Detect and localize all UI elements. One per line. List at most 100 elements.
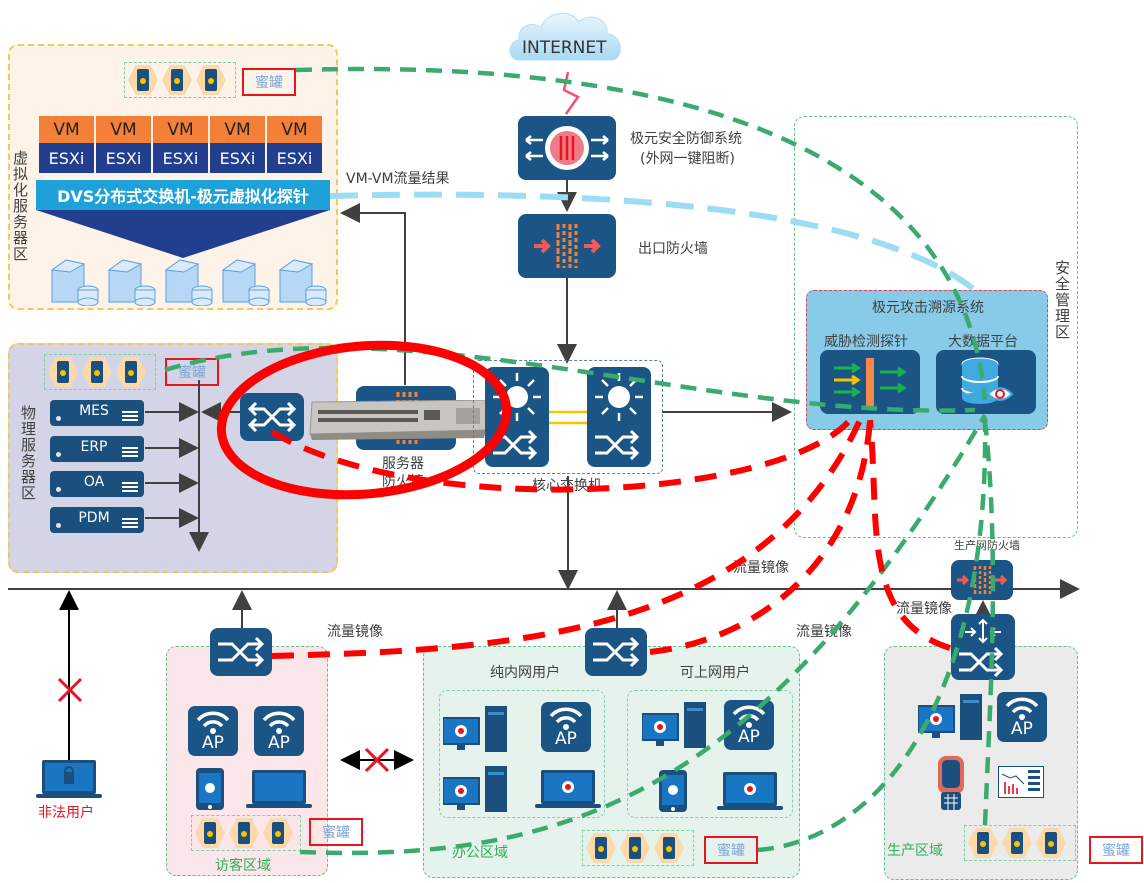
core-switch-1[interactable] [485, 367, 549, 467]
laptop-icon[interactable] [717, 772, 783, 812]
esxi-host-block[interactable]: ESXi [39, 143, 94, 173]
virtual-server-icon[interactable] [219, 256, 271, 306]
office-ap[interactable]: AP [724, 700, 774, 750]
core-switch-group [473, 360, 663, 474]
egress-firewall-device[interactable] [518, 214, 616, 278]
honeypot-icon [196, 65, 226, 95]
menu-lines-icon [122, 517, 138, 528]
ap-label: AP [268, 733, 290, 753]
status-dot [56, 522, 61, 528]
virtual-server-icon[interactable] [48, 256, 100, 306]
guest-ap-2[interactable]: AP [254, 706, 304, 756]
defense-system-device[interactable] [518, 116, 616, 180]
laptop-icon[interactable] [246, 770, 312, 810]
core-switch-label: 核心交换机 [532, 478, 602, 494]
vm-block[interactable]: VM [267, 116, 322, 143]
threat-probe-icon [834, 358, 907, 406]
internet-users-label: 可上网用户 [680, 665, 750, 681]
server-name: MES [79, 403, 109, 419]
honeypot-icon [229, 818, 259, 848]
physical-server-erp[interactable]: ERP [50, 435, 144, 462]
firewall-appliance-image [309, 400, 488, 440]
honeypot-path-virtual [295, 66, 988, 401]
virtual-server-icon[interactable] [105, 256, 157, 306]
production-ap[interactable]: AP [997, 692, 1047, 742]
honeypot-group-physical [44, 354, 156, 390]
vm-block[interactable]: VM [210, 116, 265, 143]
workstation-icon[interactable] [443, 764, 509, 814]
handheld-scanner-icon[interactable] [938, 756, 964, 812]
virtual-server-icon[interactable] [276, 256, 328, 306]
security-management-zone [794, 116, 1078, 538]
vm-block[interactable]: VM [39, 116, 94, 143]
honeypot-icon [620, 833, 650, 863]
attack-path-office [649, 419, 873, 655]
bigdata-platform-device[interactable] [936, 350, 1036, 414]
workstation-icon[interactable] [642, 700, 708, 750]
honeypot-path-guest [299, 413, 987, 856]
honeypot-icon [128, 65, 158, 95]
wifi-icon [1005, 697, 1039, 720]
switch-icon [218, 636, 265, 668]
phone-icon[interactable] [659, 770, 687, 812]
honeypot-icon [48, 357, 78, 387]
honeypot-label-office: 蜜罐 [704, 836, 758, 864]
ap-label: AP [555, 729, 577, 749]
production-firewall-label: 生产网防火墙 [954, 539, 1020, 552]
vm-block[interactable]: VM [153, 116, 208, 143]
honeypot-label-virtual: 蜜罐 [242, 68, 296, 96]
threat-probe-device[interactable] [820, 350, 920, 414]
highlight-ellipse [216, 340, 512, 500]
guest-zone-title: 访客区域 [215, 858, 271, 874]
menu-lines-icon [122, 482, 138, 492]
honeypot-group-guest [191, 815, 301, 851]
attack-path-physical [270, 418, 853, 493]
laptop-icon[interactable] [535, 770, 601, 810]
esxi-host-block[interactable]: ESXi [96, 143, 151, 173]
status-dot [56, 487, 61, 492]
office-zone-title: 办公区域 [452, 845, 508, 861]
honeypot-group-office [582, 830, 694, 866]
dashboard-chart-icon[interactable] [998, 766, 1044, 798]
trace-system-title: 极元攻击溯源系统 [872, 300, 984, 316]
honeypot-group-virtual [124, 62, 236, 98]
esxi-host-block[interactable]: ESXi [210, 143, 265, 173]
honeypot-icon [162, 65, 192, 95]
threat-probe-label: 威胁检测探针 [824, 334, 908, 350]
l3-switch-icon [959, 618, 1004, 678]
blocked-x-icon [57, 677, 83, 703]
status-dot [56, 451, 61, 457]
vm-block[interactable]: VM [96, 116, 151, 143]
guest-ap-1[interactable]: AP [188, 706, 238, 756]
honeypot-icon [82, 357, 112, 387]
honeypot-label-guest: 蜜罐 [309, 818, 363, 846]
defense-system-title: 极元安全防御系统 [630, 131, 742, 147]
esxi-host-block[interactable]: ESXi [267, 143, 322, 173]
honeypot-icon [195, 818, 225, 848]
ap-label: AP [1011, 719, 1033, 739]
wifi-icon [196, 711, 230, 734]
guest-switch[interactable] [210, 628, 272, 676]
honeypot-icon [1002, 828, 1032, 858]
phone-icon[interactable] [196, 768, 224, 810]
workstation-icon[interactable] [443, 704, 509, 754]
honeypot-path-production [982, 419, 996, 826]
intranet-users-group [439, 690, 605, 818]
production-firewall-device[interactable] [951, 560, 1013, 600]
firewall-icon [534, 224, 601, 268]
vm-flow-path [329, 191, 977, 293]
physical-server-pdm[interactable]: PDM [50, 506, 144, 533]
wifi-icon [549, 707, 583, 730]
honeypot-icon [586, 833, 616, 863]
office-switch[interactable] [585, 628, 647, 676]
menu-lines-icon [122, 411, 138, 421]
esxi-host-block[interactable]: ESXi [153, 143, 208, 173]
physical-server-oa[interactable]: OA [50, 471, 144, 497]
switch-icon [593, 636, 640, 668]
virtual-server-icon[interactable] [162, 256, 214, 306]
bigdata-platform-label: 大数据平台 [948, 334, 1018, 350]
office-ap[interactable]: AP [541, 702, 591, 752]
ap-label: AP [738, 727, 760, 747]
physical-server-mes[interactable]: MES [50, 400, 144, 426]
